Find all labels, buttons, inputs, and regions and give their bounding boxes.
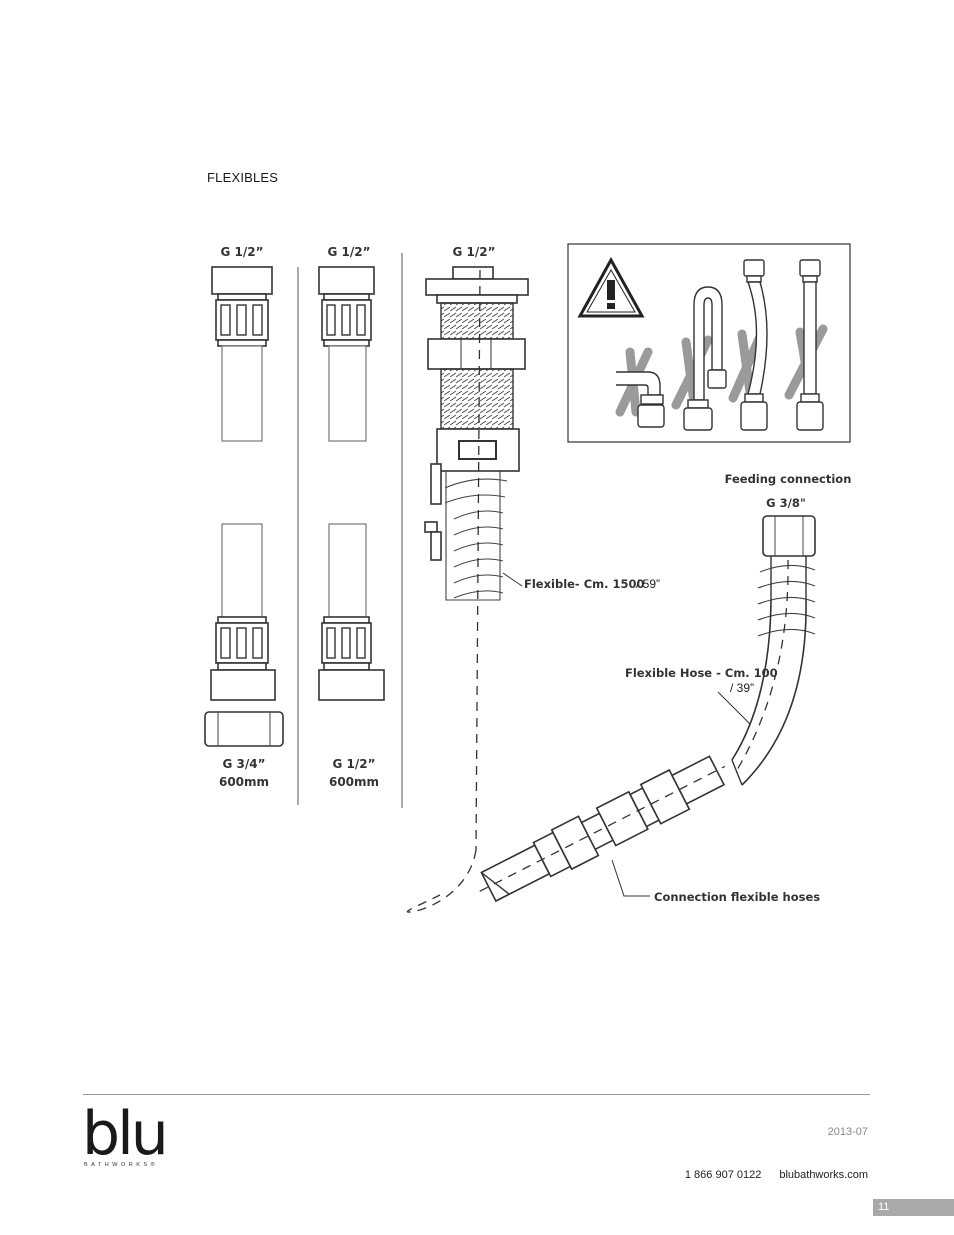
hose-length-label: Flexible Hose - Cm. 100 bbox=[625, 666, 778, 680]
hose2-bottom-label: G 1/2” bbox=[333, 757, 376, 771]
flexible-length-label: Flexible- Cm. 1500 bbox=[524, 577, 645, 591]
warning-box bbox=[567, 243, 851, 443]
phone-number: 1 866 907 0122 bbox=[684, 1169, 762, 1181]
flexible-hose-g34: G 1/2” G 3/4” 600mm bbox=[204, 245, 284, 789]
revision-date: 2013-07 bbox=[827, 1126, 868, 1138]
drain-top-label: G 1/2” bbox=[453, 245, 496, 259]
page-number: 11 bbox=[873, 1199, 954, 1216]
connection-flexible-hoses: Connection flexible hoses bbox=[479, 755, 820, 904]
feeding-label: Feeding connection bbox=[725, 472, 852, 486]
brand-logo-sub: BATHWORKS® bbox=[84, 1162, 159, 1168]
brand-logo: blu BATHWORKS® bbox=[82, 1099, 169, 1169]
connection-label: Connection flexible hoses bbox=[654, 890, 820, 904]
hose1-length-label: 600mm bbox=[219, 775, 269, 789]
section-title: FLEXIBLES bbox=[207, 170, 279, 185]
feeding-connection: Feeding connection G 3/8" Flexible Hose … bbox=[625, 472, 852, 786]
drain-fitting: G 1/2” Flexible- Cm. 1500 / 59” bbox=[406, 245, 660, 913]
hose1-top-label: G 1/2” bbox=[221, 245, 264, 259]
brand-logo-word: blu bbox=[82, 1099, 169, 1169]
hose-length-inch: / 39” bbox=[730, 681, 754, 695]
hose2-top-label: G 1/2” bbox=[328, 245, 371, 259]
website-link[interactable]: blubathworks.com bbox=[779, 1169, 868, 1181]
hose2-length-label: 600mm bbox=[329, 775, 379, 789]
contact-info: 1 866 907 0122 blubathworks.com bbox=[685, 1169, 868, 1181]
warning-triangle-icon bbox=[577, 256, 645, 318]
flexible-hose-g12: G 1/2” G 1/2” 600mm bbox=[318, 245, 385, 789]
feeding-thread-label: G 3/8" bbox=[766, 496, 806, 510]
footer-divider bbox=[83, 1094, 870, 1095]
hose1-bottom-label: G 3/4” bbox=[223, 757, 266, 771]
flexible-length-inch: / 59” bbox=[636, 577, 660, 591]
